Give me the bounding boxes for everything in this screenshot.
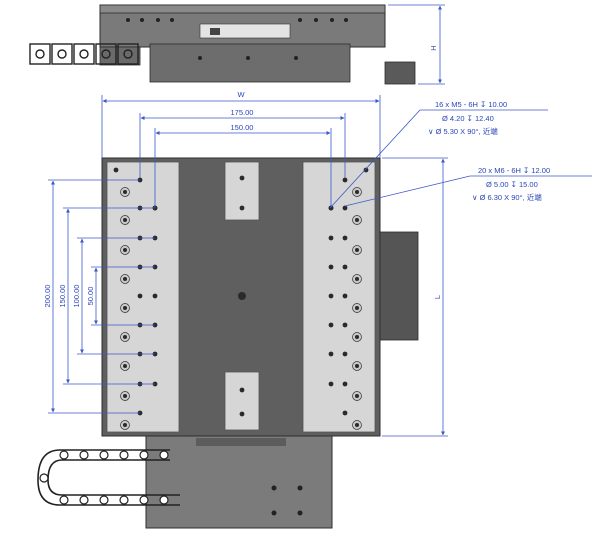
motor-mount-side	[99, 46, 141, 66]
mounting-hole-center	[355, 335, 359, 339]
rail-window-side	[199, 23, 291, 39]
mounting-hole-center	[123, 423, 127, 427]
right-plate	[302, 161, 376, 433]
dim-50-label: 50.00	[86, 287, 95, 306]
width-label: W	[237, 90, 245, 99]
threaded-hole	[342, 264, 348, 270]
length-dimension: L	[382, 157, 448, 437]
threaded-hole	[113, 167, 119, 173]
dim-150v-label: 150.00	[58, 285, 67, 308]
mounting-hole-center	[123, 218, 127, 222]
dim-200-label: 200.00	[43, 285, 52, 308]
threaded-hole	[239, 175, 245, 181]
chain-links	[39, 450, 169, 505]
threaded-hole	[328, 264, 334, 270]
threaded-hole	[342, 381, 348, 387]
mounting-hole-center	[123, 190, 127, 194]
dim-100-label: 100.00	[72, 285, 81, 308]
rail-slider-side	[210, 28, 220, 35]
dim-200-vertical: 200.00	[43, 179, 140, 414]
callout-m6-line3: ∨ Ø 6.30 X 90°, 近端	[472, 192, 542, 202]
center-bottom-pad	[224, 371, 260, 431]
threaded-hole	[239, 205, 245, 211]
callout-m6-line1: 20 x M6 - 6H ↧ 12.00	[478, 166, 550, 175]
mounting-holes	[113, 167, 369, 430]
dim-150-vertical: 150.00	[58, 207, 155, 385]
threaded-hole	[328, 322, 334, 328]
threaded-hole	[328, 235, 334, 241]
height-dimension: H	[388, 4, 445, 85]
motor-top	[379, 231, 419, 341]
mounting-hole-center	[355, 248, 359, 252]
threaded-hole	[152, 293, 158, 299]
side-view	[29, 4, 416, 85]
threaded-hole	[239, 411, 245, 417]
callout-m5-line2: Ø 4.20 ↧ 12.40	[442, 114, 494, 123]
center-hole	[238, 292, 246, 300]
threaded-hole	[342, 293, 348, 299]
mounting-hole-center	[355, 277, 359, 281]
threaded-hole	[342, 205, 348, 211]
connector-side	[384, 61, 416, 85]
threaded-hole	[342, 410, 348, 416]
threaded-hole	[239, 387, 245, 393]
top-view	[37, 157, 419, 529]
mounting-hole-center	[123, 306, 127, 310]
base-block-side	[149, 43, 351, 83]
callout-m6-line2: Ø 5.00 ↧ 15.00	[486, 180, 538, 189]
mounting-hole-center	[355, 394, 359, 398]
threaded-hole	[342, 177, 348, 183]
dim-150: 150.00	[154, 123, 332, 208]
callout-m5-line3: ∨ Ø 5.30 X 90°, 近端	[428, 126, 498, 136]
left-plate	[106, 161, 180, 433]
mounting-hole-center	[355, 423, 359, 427]
mounting-hole-center	[355, 190, 359, 194]
threaded-hole	[342, 351, 348, 357]
callout-m5: 16 x M5 - 6H ↧ 10.00 Ø 4.20 ↧ 12.40 ∨ Ø …	[329, 100, 548, 209]
mounting-hole-center	[123, 277, 127, 281]
threaded-hole	[342, 322, 348, 328]
dim-175-label: 175.00	[231, 108, 254, 117]
mounting-hole-center	[355, 364, 359, 368]
base-plate-bottom	[145, 435, 333, 529]
threaded-hole	[328, 293, 334, 299]
threaded-hole	[342, 235, 348, 241]
threaded-hole	[363, 167, 369, 173]
cable-chain-side	[29, 43, 139, 65]
mounting-hole-center	[355, 306, 359, 310]
base-rail-bottom	[196, 438, 286, 446]
dim-175: 175.00	[139, 108, 346, 178]
length-label: L	[433, 295, 442, 299]
mounting-hole-center	[123, 364, 127, 368]
callout-m5-line1: 16 x M5 - 6H ↧ 10.00	[435, 100, 507, 109]
dim-150-label: 150.00	[231, 123, 254, 132]
mounting-hole-center	[123, 335, 127, 339]
mounting-hole-center	[123, 248, 127, 252]
callout-m6: 20 x M6 - 6H ↧ 12.00 Ø 5.00 ↧ 15.00 ∨ Ø …	[344, 166, 592, 207]
width-dimension: W	[101, 90, 381, 158]
dim-50-vertical: 50.00	[86, 266, 155, 326]
dim-100-vertical: 100.00	[72, 237, 155, 355]
center-top-pad	[224, 161, 260, 221]
height-label: H	[429, 45, 438, 50]
mounting-hole-center	[123, 394, 127, 398]
threaded-hole	[137, 293, 143, 299]
threaded-hole	[328, 351, 334, 357]
top-carriage-side	[99, 4, 386, 14]
threaded-hole	[328, 381, 334, 387]
mounting-hole-center	[355, 218, 359, 222]
